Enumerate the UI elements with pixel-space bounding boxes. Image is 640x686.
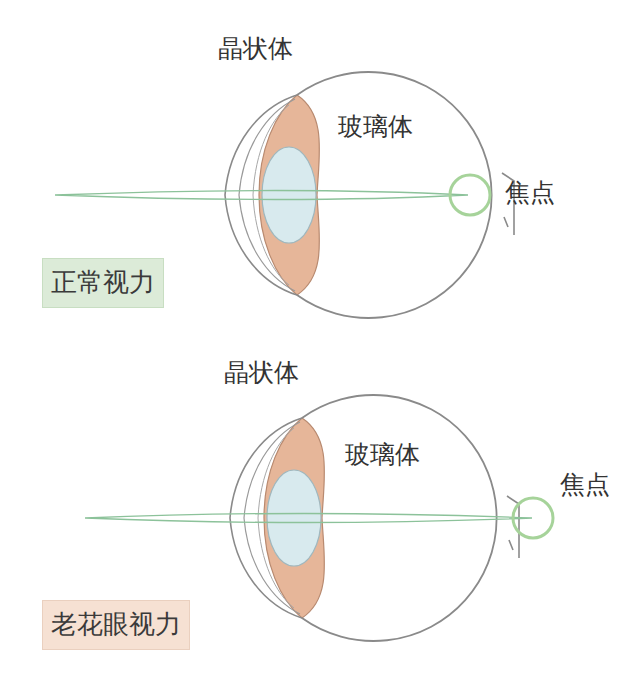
light-ray [55, 191, 468, 200]
part-label: 晶状体 [218, 34, 293, 64]
caption-badge: 正常视力 [42, 258, 164, 308]
normal-eye [225, 72, 514, 318]
caption-badge: 老花眼视力 [42, 600, 190, 650]
badge-text: 正常视力 [51, 267, 155, 298]
part-label: 玻璃体 [338, 112, 413, 142]
focus-label: 焦点 [505, 178, 555, 208]
light-ray [85, 514, 532, 523]
focus-circle [450, 175, 490, 215]
badge-text: 老花眼视力 [51, 609, 181, 640]
part-label: 晶状体 [224, 358, 299, 388]
part-label: 玻璃体 [345, 440, 420, 470]
focus-label: 焦点 [560, 470, 610, 500]
presbyopia-eye [230, 395, 519, 641]
focus-circle [513, 498, 553, 538]
